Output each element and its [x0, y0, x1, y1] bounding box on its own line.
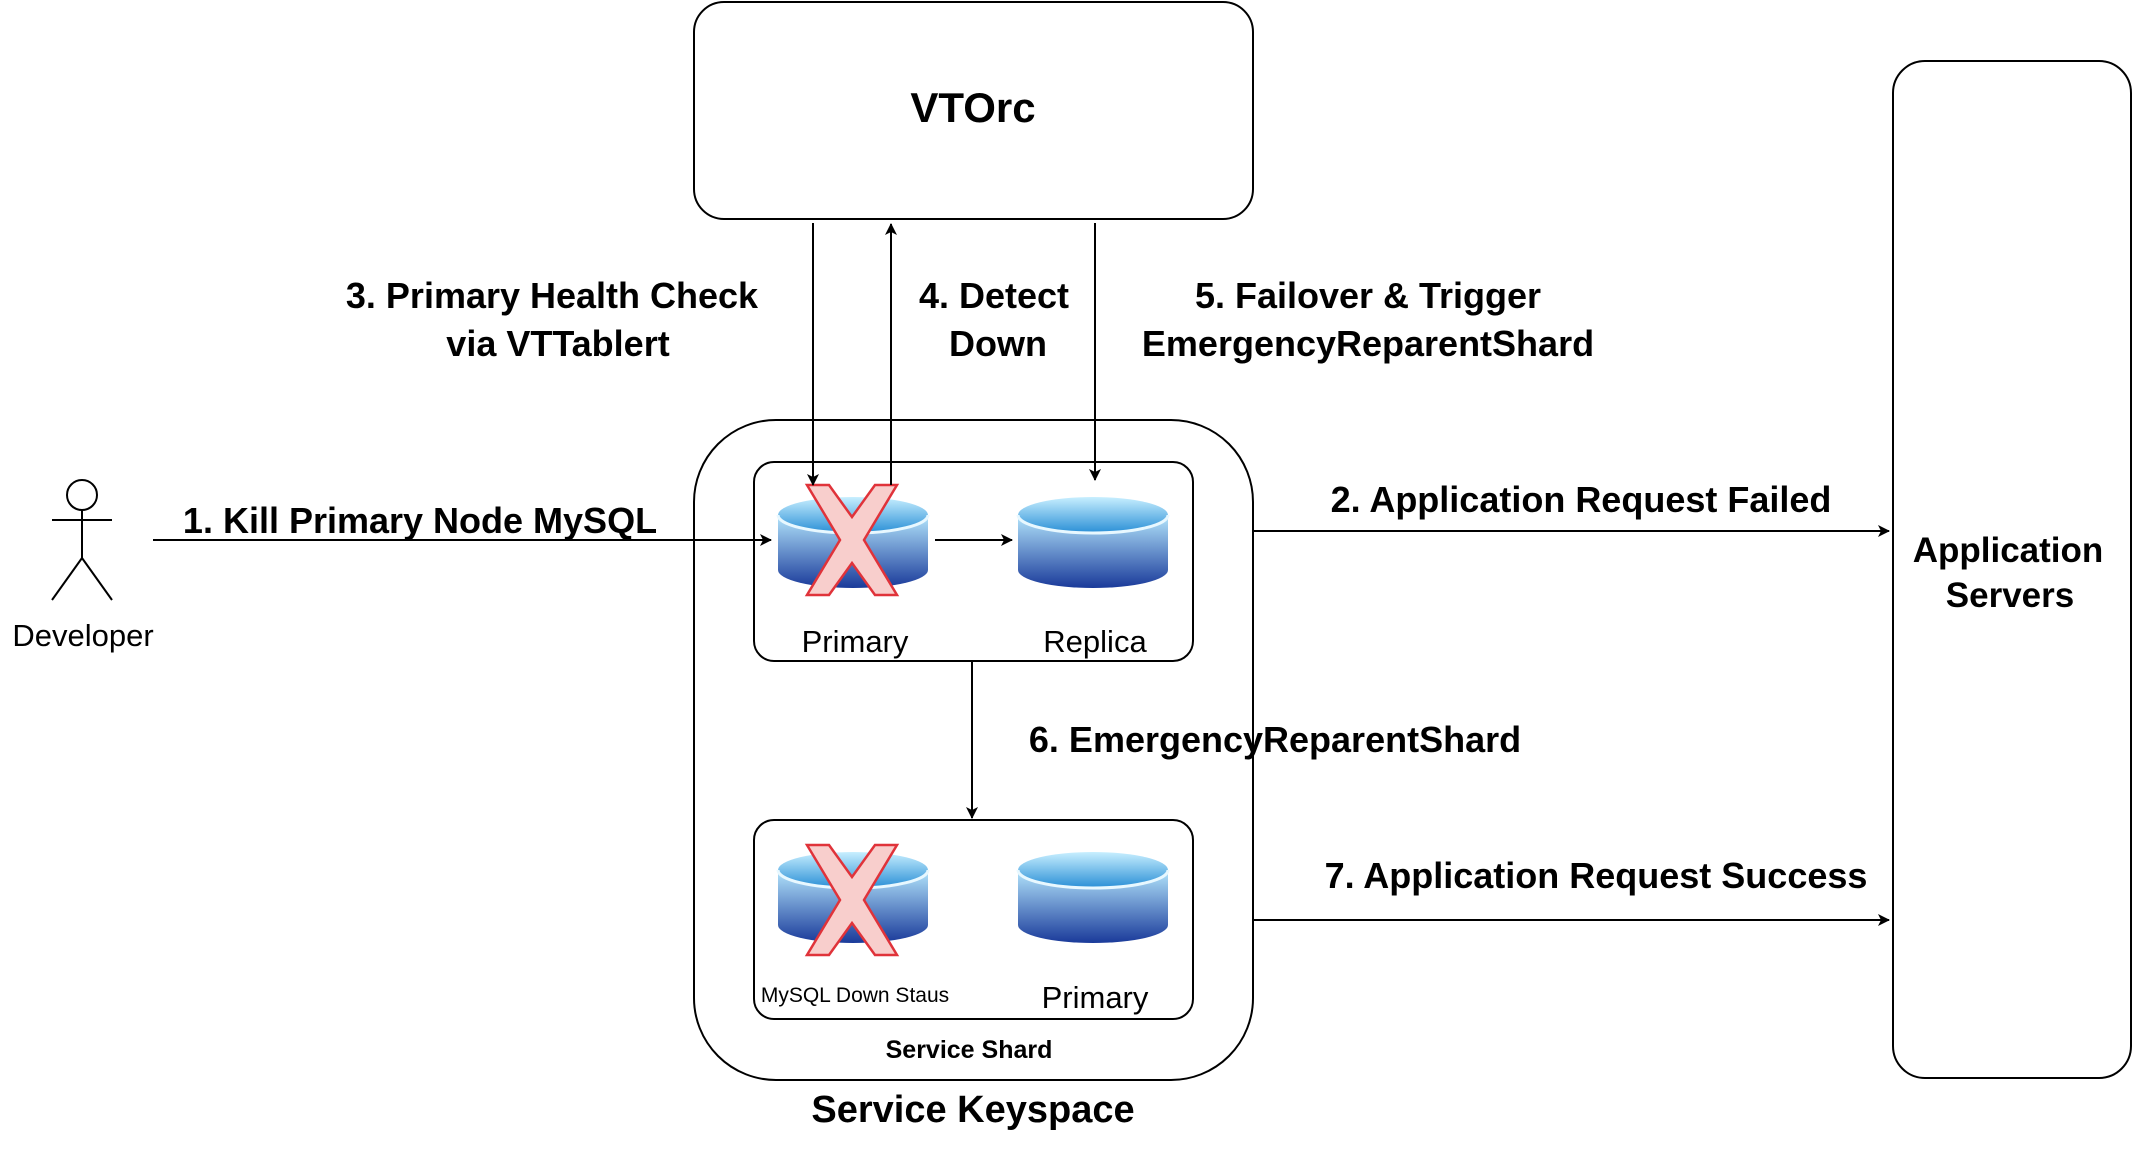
mysql-down-label: MySQL Down Staus [761, 984, 949, 1007]
keyspace-label: Service Keyspace [811, 1089, 1134, 1131]
application-servers-box: Application Servers [1892, 60, 2132, 1079]
step-6-label: 6. EmergencyReparentShard [1029, 719, 1521, 760]
step-4-label-line1: 4. Detect [919, 275, 1069, 316]
app-servers-label-line1: Application [1913, 531, 2104, 570]
vtorc-box: VTOrc [693, 1, 1254, 220]
replica-label: Replica [1043, 624, 1147, 659]
person-icon [51, 479, 113, 601]
vtorc-label: VTOrc [910, 84, 1035, 131]
new-primary-database-icon [1016, 850, 1170, 945]
step-2-label: 2. Application Request Failed [1331, 479, 1832, 520]
shard-label: Service Shard [886, 1036, 1053, 1064]
step-4-label-line2: Down [949, 323, 1047, 364]
app-servers-label-line2: Servers [1946, 576, 2074, 615]
step-1-label: 1. Kill Primary Node MySQL [183, 500, 657, 541]
step-5-label-line1: 5. Failover & Trigger [1195, 275, 1541, 316]
step-3-label-line1: 3. Primary Health Check [346, 275, 759, 316]
step-3-label-line2: via VTTablert [446, 323, 669, 364]
step-5-label-line2: EmergencyReparentShard [1142, 323, 1594, 364]
primary-label-bottom: Primary [1042, 980, 1149, 1015]
step-7-label: 7. Application Request Success [1325, 855, 1868, 896]
developer-label: Developer [12, 618, 153, 653]
replica-database-icon [1016, 495, 1170, 590]
primary-label-top: Primary [802, 624, 909, 659]
